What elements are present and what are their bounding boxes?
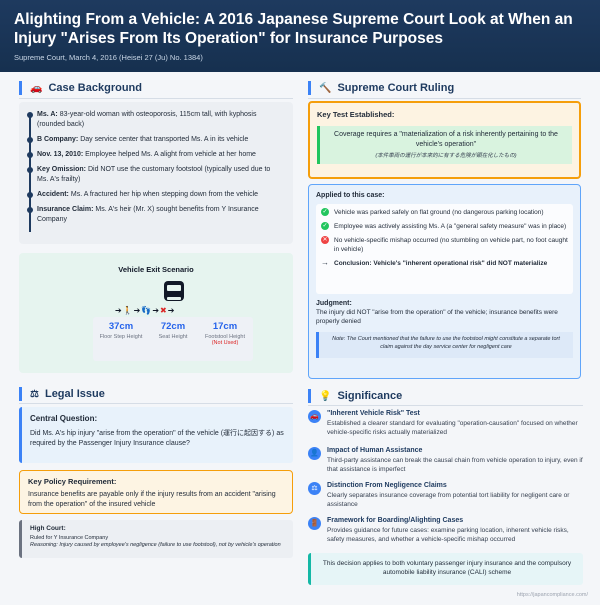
- timeline-item: Insurance Claim: Ms. A's heir (Mr. X) so…: [27, 205, 283, 225]
- judgment-heading: Judgment:: [316, 300, 352, 307]
- vehicle-icon: 🚗: [308, 410, 321, 423]
- door-icon: 🚪: [308, 517, 321, 530]
- timeline-dot: [27, 207, 33, 213]
- significance-item: ⚖ Distinction From Negligence Claims Cle…: [308, 482, 583, 509]
- timeline-dot: [27, 192, 33, 198]
- measurement: 17cm Footstool Height (Not Used): [199, 321, 251, 346]
- blocked-icon: ✖: [160, 306, 168, 315]
- key-test-text: Coverage requires a "materialization of …: [334, 131, 558, 148]
- applied-item: ✓Vehicle was parked safely on flat groun…: [321, 208, 544, 216]
- significance-title: Significance: [337, 390, 403, 402]
- measurements-panel: 37cm Floor Step Height 72cm Seat Height …: [93, 317, 253, 361]
- timeline-dot: [27, 152, 33, 158]
- central-question-box: Central Question: Did Ms. A's hip injury…: [19, 407, 293, 463]
- key-test-box: Key Test Established: Coverage requires …: [308, 101, 581, 179]
- final-note: This decision applies to both voluntary …: [308, 553, 583, 585]
- bus-icon: [164, 281, 184, 301]
- scenario-title: Vehicle Exit Scenario: [118, 265, 194, 274]
- divider: [19, 98, 293, 99]
- vehicle-exit-scenario: Vehicle Exit Scenario ➔🚶➔👣➔✖➔ 37cm Floor…: [19, 253, 293, 373]
- key-policy-text: Insurance benefits are payable only if t…: [28, 491, 276, 508]
- timeline-item: Key Omission: Did NOT use the customary …: [27, 165, 283, 185]
- high-court-box: High Court: Ruled for Y Insurance Compan…: [19, 520, 293, 558]
- car-icon: 🚗: [30, 82, 43, 94]
- measurement-value: 37cm: [108, 321, 134, 332]
- ruling-note: Note: The Court mentioned that the failu…: [316, 332, 573, 358]
- application-box: Applied to this case: ✓Vehicle was parke…: [308, 184, 581, 379]
- case-background-title: Case Background: [48, 82, 142, 94]
- measurement: 72cm Seat Height: [147, 321, 199, 340]
- timeline-item: Ms. A: 83-year-old woman with osteoporos…: [27, 110, 283, 130]
- divider: [19, 403, 293, 404]
- high-court-heading: High Court:: [30, 525, 66, 532]
- measurement: 37cm Floor Step Height: [95, 321, 147, 340]
- applied-item: ✕No vehicle-specific mishap occurred (no…: [321, 236, 568, 253]
- key-policy-heading: Key Policy Requirement:: [28, 477, 117, 486]
- significance-heading: 💡 Significance: [308, 389, 402, 403]
- applied-item: ✓Employee was actively assisting Ms. A (…: [321, 222, 567, 230]
- case-timeline: Ms. A: 83-year-old woman with osteoporos…: [19, 102, 293, 244]
- measurement-note: (Not Used): [211, 340, 239, 346]
- measurement-label: Floor Step Height: [99, 334, 143, 340]
- timeline-dot: [27, 137, 33, 143]
- significance-item-heading: Framework for Boarding/Alighting Cases: [327, 517, 464, 524]
- measurement-value: 17cm: [212, 321, 238, 332]
- legal-issue-heading: ⚖ Legal Issue: [19, 387, 105, 401]
- applied-list: ✓Vehicle was parked safely on flat groun…: [316, 204, 573, 294]
- central-question-heading: Central Question:: [30, 414, 98, 423]
- timeline-line: [29, 114, 31, 232]
- applied-conclusion: →Conclusion: Vehicle's "inherent operati…: [321, 258, 548, 268]
- arrow-icon: →: [321, 258, 329, 267]
- significance-item-heading: Impact of Human Assistance: [327, 447, 423, 454]
- ruling-title: Supreme Court Ruling: [337, 82, 455, 94]
- person-arrow-icon: ➔🚶➔👣➔: [115, 306, 161, 315]
- significance-item: 🚗 "Inherent Vehicle Risk" Test Establish…: [308, 410, 583, 437]
- page-title: Alighting From a Vehicle: A 2016 Japanes…: [14, 11, 573, 47]
- timeline-dot: [27, 112, 33, 118]
- header: Alighting From a Vehicle: A 2016 Japanes…: [0, 0, 600, 72]
- key-test-highlight: Coverage requires a "materialization of …: [317, 126, 572, 164]
- check-icon: ✓: [321, 222, 329, 230]
- person-icon: 👤: [308, 447, 321, 460]
- timeline-dot: [27, 167, 33, 173]
- footer-url: https://japancompliance.com/: [516, 592, 588, 598]
- significance-item-text: Clearly separates insurance coverage fro…: [327, 492, 570, 508]
- divider: [308, 405, 583, 406]
- page-subtitle: Supreme Court, March 4, 2016 (Heisei 27 …: [14, 53, 203, 62]
- check-icon: ✓: [321, 208, 329, 216]
- measurement-label: Footstool Height: [204, 334, 246, 340]
- timeline-item: Accident: Ms. A fractured her hip when s…: [27, 190, 283, 200]
- measurement-value: 72cm: [160, 321, 186, 332]
- significance-item-text: Third-party assistance can break the cau…: [327, 457, 583, 473]
- key-policy-box: Key Policy Requirement: Insurance benefi…: [19, 470, 293, 514]
- timeline-item: Nov. 13, 2010: Employee helped Ms. A ali…: [27, 150, 283, 160]
- applied-heading: Applied to this case:: [316, 192, 385, 199]
- key-test-japanese: (本件車両の運行が本来的に有する危険が顕在化したもの): [375, 153, 517, 159]
- judgment-text: The injury did NOT "arise from the opera…: [316, 309, 558, 325]
- central-question-text: Did Ms. A's hip injury "arise from the o…: [30, 430, 284, 447]
- divider: [308, 98, 581, 99]
- significance-item: 👤 Impact of Human Assistance Third-party…: [308, 447, 583, 474]
- scenario-flow: ➔🚶➔👣➔✖➔: [115, 306, 175, 315]
- case-background-heading: 🚗 Case Background: [19, 81, 142, 95]
- measurement-label: Seat Height: [158, 334, 188, 340]
- cross-icon: ✕: [321, 236, 329, 244]
- legal-issue-title: Legal Issue: [44, 388, 105, 400]
- arrow-icon: ➔: [167, 306, 176, 315]
- timeline-item: B Company: Day service center that trans…: [27, 135, 283, 145]
- balance-icon: ⚖: [308, 482, 321, 495]
- scale-icon: ⚖: [30, 388, 39, 400]
- lightbulb-icon: 💡: [319, 390, 332, 402]
- significance-item-heading: "Inherent Vehicle Risk" Test: [327, 410, 420, 417]
- significance-item-text: Established a clearer standard for evalu…: [327, 420, 578, 436]
- gavel-icon: 🔨: [319, 82, 332, 94]
- high-court-ruling: Ruled for Y Insurance Company: [30, 535, 109, 541]
- significance-item-text: Provides guidance for future cases: exam…: [327, 527, 569, 543]
- high-court-reasoning: Reasoning: Injury caused by employee's n…: [30, 542, 281, 548]
- significance-item-heading: Distinction From Negligence Claims: [327, 482, 447, 489]
- significance-item: 🚪 Framework for Boarding/Alighting Cases…: [308, 517, 583, 544]
- key-test-heading: Key Test Established:: [317, 110, 395, 119]
- ruling-heading: 🔨 Supreme Court Ruling: [308, 81, 454, 95]
